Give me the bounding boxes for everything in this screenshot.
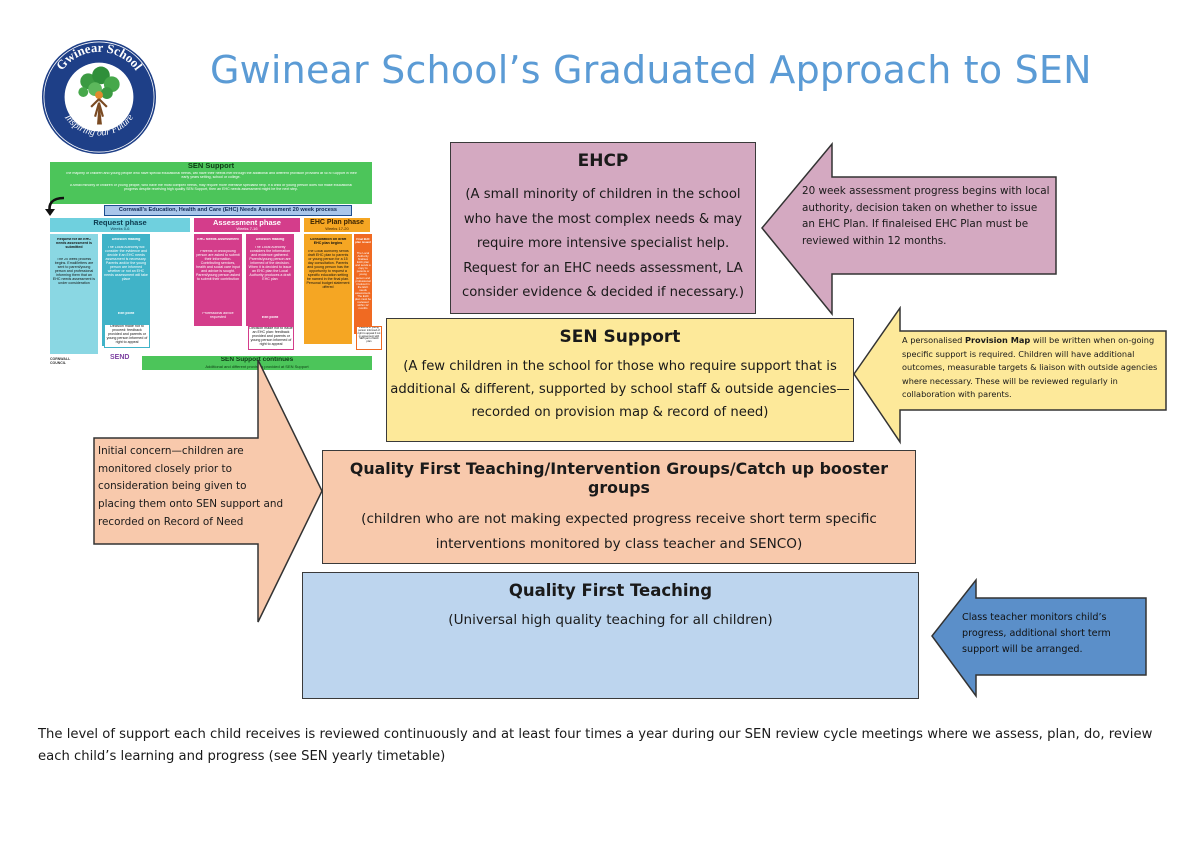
column-final-plan-body: The Local Authority finalises EHC plan a…: [355, 252, 371, 311]
provision-left-arrow: [853, 306, 1167, 445]
tree-icon: [78, 66, 120, 125]
quality-first-teaching-box: Quality First Teaching (Universal high q…: [302, 572, 919, 699]
column-decision-1-exit: Exit point: [117, 312, 135, 315]
column-request-title: Request for an EHC needs assessment is s…: [56, 238, 92, 249]
page-title: Gwinear School’s Graduated Approach to S…: [210, 48, 1092, 92]
intervention-heading: Quality First Teaching/Intervention Grou…: [349, 459, 889, 497]
column-assessment-title: EHC Needs Assessment: [197, 238, 239, 241]
phase-assessment-weeks: Weeks 7-16: [236, 227, 258, 231]
flowchart-top-banner: [50, 162, 372, 204]
curved-arrow-icon: [45, 196, 65, 216]
column-decision-2-title: Decision making: [255, 238, 285, 241]
ehc-process-flowchart: SEN Support The majority of children and…: [36, 160, 382, 372]
sen-support-box: SEN Support (A few children in the schoo…: [386, 318, 854, 442]
ehcp-arrow-text: 20 week assessment progress begins with …: [802, 185, 1050, 247]
flowchart-footer-sub: Additional and different provision provi…: [205, 365, 309, 369]
class-teacher-left-arrow: [931, 578, 1147, 699]
send-logo: SEND: [110, 354, 130, 361]
phase-assessment-title: Assessment phase: [213, 219, 281, 227]
column-final-plan-title: Final EHC plan issued: [355, 238, 371, 245]
column-consultation-body: The Local Authority sends draft EHC plan…: [306, 250, 350, 289]
sen-support-body: (A few children in the school for those …: [390, 359, 850, 420]
note-assessment: Decision made not to issue an EHC plan: …: [248, 326, 294, 350]
flowchart-intro-1: The majority of children and young peopl…: [65, 172, 357, 179]
column-decision-1-title: Decision making: [111, 238, 141, 241]
intervention-box: Quality First Teaching/Intervention Grou…: [322, 450, 916, 564]
column-decision-2: [246, 234, 294, 326]
quality-first-teaching-body: (Universal high quality teaching for all…: [448, 612, 773, 628]
column-request-body: The 20 week process begins. Email/letter…: [52, 258, 96, 285]
flowchart-footer-title: SEN Support continues: [220, 357, 294, 363]
quality-first-teaching-heading: Quality First Teaching: [508, 581, 713, 600]
flowchart-process-banner: Cornwall’s Education, Health and Care (E…: [104, 205, 352, 216]
initial-concern-text: Initial concern—children are monitored c…: [98, 445, 284, 528]
flowchart-footer: [142, 356, 372, 370]
provision-arrow-text: A personalised Provision Map will be wri…: [902, 334, 1162, 408]
note-plan: Parents or young person informed of righ…: [356, 326, 382, 350]
flowchart-header: SEN Support: [187, 162, 235, 170]
initial-concern-right-arrow: [93, 359, 323, 623]
provision-prefix: A personalised: [902, 335, 965, 345]
column-assessment-body: Parents of child/young person are asked …: [196, 250, 240, 281]
column-assessment-exit: Professional advice requested: [202, 312, 234, 319]
intervention-body: (children who are not making expected pr…: [361, 511, 877, 552]
column-decision-2-exit: Exit point: [261, 316, 279, 319]
column-assessment: [194, 234, 242, 326]
phase-ehc-plan-weeks: Weeks 17-20: [325, 227, 349, 231]
sen-support-heading: SEN Support: [559, 327, 681, 347]
phase-assessment: [194, 218, 300, 232]
phase-request-weeks: Weeks 0-6: [110, 227, 130, 231]
ehcp-box: EHCP (A small minority of children in th…: [450, 142, 756, 314]
column-consultation: [304, 234, 352, 344]
column-decision-2-body: The Local Authority considers the inform…: [248, 246, 292, 281]
council-logo: CORNWALL COUNCIL: [50, 357, 71, 365]
phase-request: [50, 218, 190, 232]
column-consultation-title: Consultation on draft EHC plan begins: [309, 238, 347, 245]
column-request: [50, 234, 98, 354]
ehcp-heading: EHCP: [577, 151, 629, 171]
flowchart-intro-2: A small minority of children or young pe…: [69, 184, 353, 191]
school-logo: Gwinear School Inspiring our Future: [41, 39, 157, 155]
phase-request-title: Request phase: [93, 219, 147, 227]
phase-ehc-plan-title: EHC Plan phase: [310, 219, 364, 226]
column-final-plan: [354, 234, 372, 334]
phase-ehc-plan: [304, 218, 370, 232]
review-cycle-text: The level of support each child receives…: [38, 727, 1153, 764]
note-request: Decision made not to proceed: feedback p…: [104, 324, 150, 348]
column-decision-1-body: The Local Authority will consider the ev…: [104, 246, 148, 281]
ehcp-left-arrow: [761, 142, 1057, 317]
ehcp-body: (A small minority of children in the sch…: [461, 187, 745, 300]
class-teacher-text: Class teacher monitors child’s progress,…: [962, 612, 1111, 655]
provision-rest: will be written when on-going specific s…: [902, 335, 1158, 400]
provision-map-bold: Provision Map: [964, 335, 1031, 345]
